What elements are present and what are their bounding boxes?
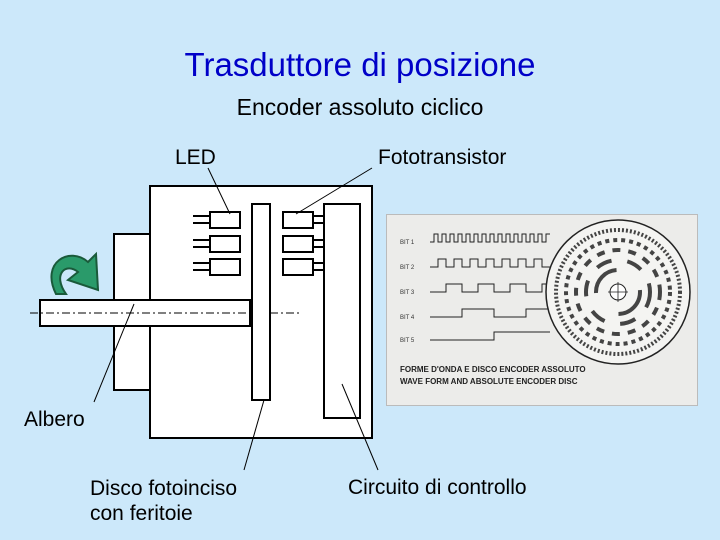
waveform-bit-5 [430, 331, 550, 341]
bit-label: BIT 2 [400, 265, 415, 271]
encoder-photo: BIT 1 BIT 2 BIT 3 BIT 4 BIT 5 FORME D'ON… [386, 214, 698, 406]
encoder-disc-photo [545, 219, 691, 365]
waveform-bit-2 [430, 258, 550, 268]
diagram-title: Trasduttore di posizione [184, 46, 536, 83]
leader-led [207, 167, 231, 215]
leader-fototransistor [295, 167, 373, 215]
waveform-bit-3 [430, 283, 550, 293]
label-disco-line1: Disco fotoinciso [90, 477, 238, 500]
encoder-photo-drawing: BIT 1 BIT 2 BIT 3 BIT 4 BIT 5 FORME D'ON… [400, 219, 691, 386]
label-led: LED [175, 146, 216, 169]
waveform-bit-4 [430, 308, 550, 318]
led-array [193, 211, 241, 276]
photo-caption-it: FORME D'ONDA E DISCO ENCODER ASSOLUTO [400, 365, 586, 374]
leader-albero [93, 303, 135, 403]
label-disco: Disco fotoinciso con feritoie [90, 476, 310, 526]
waveform-bit-1 [430, 233, 550, 243]
led [209, 235, 241, 253]
waveforms [430, 233, 550, 341]
bit-label: BIT 4 [400, 315, 415, 321]
bit-label: BIT 3 [400, 290, 415, 296]
control-circuit [323, 203, 361, 419]
label-fototransistor: Fototransistor [378, 146, 507, 169]
photo-caption-en: WAVE FORM AND ABSOLUTE ENCODER DISC [400, 377, 578, 386]
label-circuito: Circuito di controllo [348, 476, 527, 499]
phototransistor [282, 258, 314, 276]
leader-disco [243, 399, 265, 471]
phototransistor [282, 235, 314, 253]
led [209, 211, 241, 229]
bit-label: BIT 5 [400, 338, 415, 344]
rotation-arrow-icon [50, 251, 100, 295]
label-disco-line2: con feritoie [90, 502, 193, 525]
bit-label: BIT 1 [400, 240, 415, 246]
led [209, 258, 241, 276]
phototransistor [282, 211, 314, 229]
diagram-subtitle: Encoder assoluto ciclico [236, 94, 484, 120]
phototransistor-array [282, 211, 324, 276]
label-albero: Albero [24, 408, 85, 431]
leader-circuito [341, 383, 379, 471]
encoder-disc [251, 203, 271, 401]
